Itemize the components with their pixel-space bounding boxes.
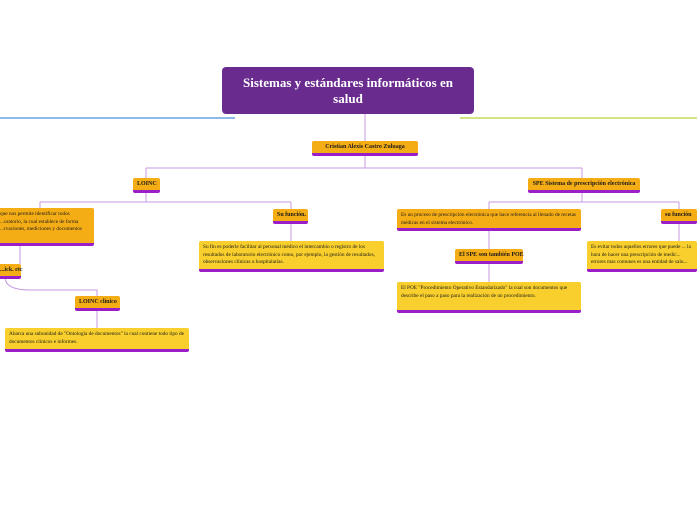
loinc-clinical-text-node[interactable]: Abarca una subunidad de "Ontología de do… xyxy=(5,328,189,352)
loinc-label: LOINC xyxy=(137,181,157,187)
author-node[interactable]: Cristian Alexis Castro Zuluaga xyxy=(312,141,418,156)
loinc-function-label: Su función. xyxy=(277,212,307,218)
loinc-clinical-text: Abarca una subunidad de "Ontología de do… xyxy=(9,331,184,345)
spe-function-text: Es evitar todos aquellos errores que pue… xyxy=(591,244,691,266)
loinc-function-text-node[interactable]: Su fin es poderle facilitar al personal … xyxy=(199,241,384,272)
spe-label: SPE Sistema de prescripción electrónica xyxy=(532,181,636,187)
spe-function-text-node[interactable]: Es evitar todos aquellos errores que pue… xyxy=(587,241,697,272)
spe-children-connector xyxy=(488,191,680,209)
spe-poe-label: El SPE son también POE xyxy=(459,252,524,258)
root-title: Sistemas y estándares informáticos en sa… xyxy=(243,74,453,106)
spe-node[interactable]: SPE Sistema de prescripción electrónica xyxy=(528,178,640,193)
spe-definition-node[interactable]: Es un proceso de prescripción electrónic… xyxy=(397,209,581,231)
loinc-definition-text: que nos permite identificar todos ...ora… xyxy=(0,211,82,233)
loinc-children-connector xyxy=(39,191,292,209)
author-label: Cristian Alexis Castro Zuluaga xyxy=(325,144,405,150)
loinc-function-text: Su fin es poderle facilitar al personal … xyxy=(203,244,375,266)
spe-poe-text: El POE "Procedimiento Operativo Estandar… xyxy=(401,285,568,299)
loinc-definition-node[interactable]: que nos permite identificar todos ...ora… xyxy=(0,208,94,246)
loinc-clinical-node[interactable]: LOINC clínico xyxy=(75,296,120,311)
author-to-branches-connector xyxy=(145,156,583,178)
spe-poe-text-node[interactable]: El POE "Procedimiento Operativo Estandar… xyxy=(397,282,581,313)
loinc-sub-label: ...ick. etc xyxy=(0,267,23,273)
loinc-clinical-label: LOINC clínico xyxy=(79,299,117,305)
spe-function-node[interactable]: su función xyxy=(661,209,697,224)
loinc-function-node[interactable]: Su función. xyxy=(273,209,308,224)
loinc-clinical-connector xyxy=(4,276,98,296)
loinc-sub-node[interactable]: ...ick. etc xyxy=(0,264,23,279)
spe-function-label: su función xyxy=(665,212,692,218)
root-title-node[interactable]: Sistemas y estándares informáticos en sa… xyxy=(222,67,474,114)
spe-definition-text: Es un proceso de prescripción electrónic… xyxy=(401,212,576,226)
spe-poe-node[interactable]: El SPE son también POE xyxy=(455,249,524,264)
loinc-node[interactable]: LOINC xyxy=(133,178,160,193)
